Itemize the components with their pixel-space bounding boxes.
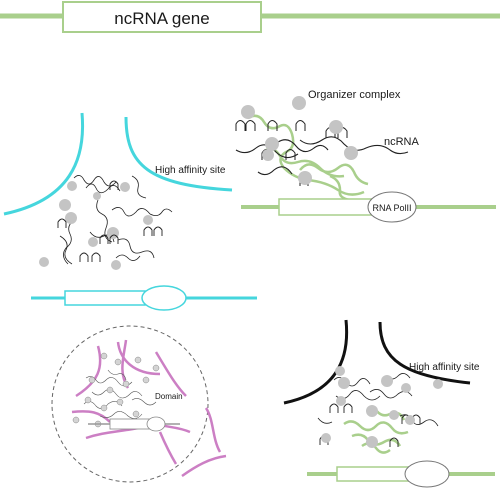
proteins-br [321,366,443,448]
magenta-chromatin [71,339,227,478]
domain-polymerase [146,416,166,432]
domain-label: Domain [155,392,183,401]
organizer-complex-label: Organizer complex [308,89,401,101]
polymerase-br [404,460,450,488]
high-affinity-label: High affinity site [155,165,226,176]
panel-bottom-right: High affinity site [283,319,495,488]
rna-pol-ii [367,191,417,223]
ncrna-label: ncRNA [384,136,420,148]
domain-gene-box [109,418,151,430]
black-boundary-left [283,319,349,405]
green-gene-box-br [336,466,414,482]
protein-particles [39,181,153,270]
organizer-proteins [241,96,358,185]
boundary-right [124,116,233,192]
gene-box [62,1,262,33]
black-boundary-right [378,321,471,385]
green-gene-box [278,198,373,216]
panel-bottom-left: Domain [51,325,227,483]
cyan-gene-box [64,290,146,306]
ncrna-gene-header: ncRNA gene [0,1,500,33]
panel-top-right: Organizer complex ncRNA RNA PolII [235,89,496,223]
gene-label: ncRNA gene [114,9,209,28]
boundary-left [3,112,85,216]
cyan-polymerase [141,285,187,311]
panel-top-left: High affinity site [3,112,257,311]
high-affinity-label-br: High affinity site [409,362,480,373]
rna-strands [59,175,173,265]
rna-pol-ii-label: RNA PolII [372,203,411,213]
stem-loops [57,180,163,262]
domain-circle [51,325,209,483]
